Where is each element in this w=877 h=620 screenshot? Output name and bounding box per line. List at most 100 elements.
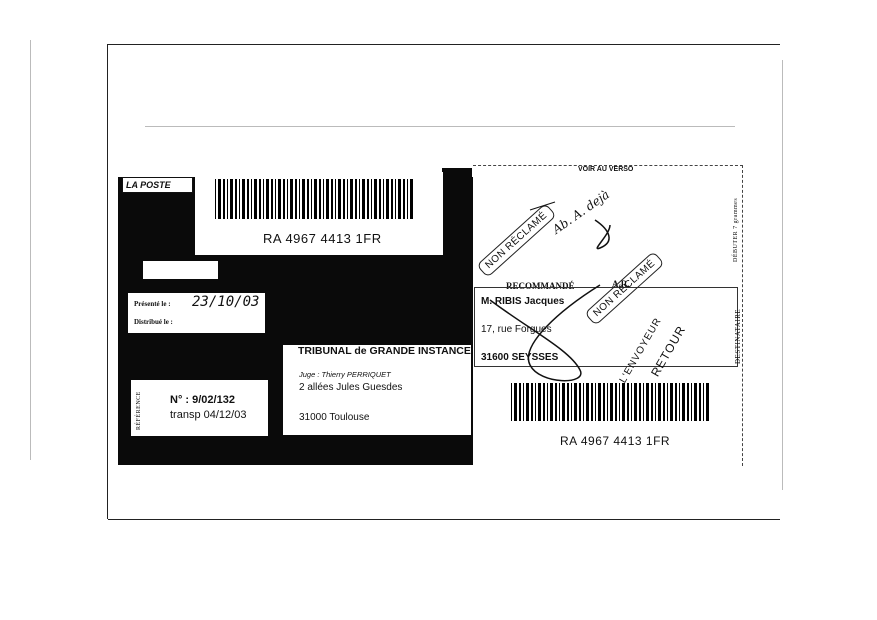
barcode-bar xyxy=(670,383,673,421)
barcode-bar xyxy=(379,179,381,219)
barcode-bottom xyxy=(511,383,709,421)
scribble-marks xyxy=(489,201,611,382)
barcode-bar xyxy=(403,179,405,219)
barcode-bar xyxy=(579,383,581,421)
barcode-bar xyxy=(242,179,245,219)
barcode-bar xyxy=(619,383,620,421)
barcode-bar xyxy=(314,179,317,219)
la-poste-logo: LA POSTE xyxy=(122,177,193,193)
barcode-bar xyxy=(410,179,413,219)
barcode-bar xyxy=(651,383,653,421)
barcode-bar xyxy=(598,383,601,421)
barcode-bar xyxy=(571,383,572,421)
barcode-bar xyxy=(694,383,697,421)
barcode-bar xyxy=(266,179,269,219)
center-black-strip xyxy=(442,168,472,268)
barcode-bar xyxy=(519,383,521,421)
barcode-bar xyxy=(407,179,408,219)
barcode-bar xyxy=(362,179,365,219)
barcode-bar xyxy=(235,179,237,219)
sender-street: 2 allées Jules Guesdes xyxy=(299,382,403,393)
sender-name: TRIBUNAL de GRANDE INSTANCE xyxy=(298,345,471,357)
barcode-bar xyxy=(639,383,641,421)
barcode-bar xyxy=(230,179,233,219)
barcode-bottom-number: RA 4967 4413 1FR xyxy=(560,434,671,448)
frame-bottom-line xyxy=(108,519,780,521)
barcode-bar xyxy=(271,179,273,219)
barcode-bar xyxy=(398,179,401,219)
top-header-text: VOIR AU VERSO xyxy=(578,166,634,173)
barcode-bar xyxy=(335,179,336,219)
barcode-bar xyxy=(215,179,216,219)
barcode-bar xyxy=(302,179,305,219)
barcode-bar xyxy=(323,179,324,219)
barcode-bar xyxy=(567,383,569,421)
barcode-bar xyxy=(559,383,560,421)
presente-value: 23/10/03 xyxy=(192,294,260,310)
barcode-top xyxy=(215,179,413,219)
barcode-bar xyxy=(263,179,264,219)
barcode-bar xyxy=(675,383,677,421)
frame-mid-line xyxy=(145,126,735,127)
barcode-bar xyxy=(531,383,533,421)
frame-left-line xyxy=(107,44,109,519)
barcode-bar xyxy=(371,179,372,219)
barcode-bar xyxy=(290,179,293,219)
recommande-label: RECOMMANDÉ xyxy=(506,281,575,291)
barcode-bar xyxy=(386,179,389,219)
barcode-bar xyxy=(679,383,680,421)
barcode-bar xyxy=(663,383,665,421)
barcode-bar xyxy=(343,179,345,219)
scan-edge-left xyxy=(30,40,31,460)
presente-label: Présenté le : xyxy=(134,300,171,308)
barcode-bar xyxy=(699,383,701,421)
barcode-top-number: RA 4967 4413 1FR xyxy=(263,231,382,246)
cote-label: DÉBUTER 7 grammes xyxy=(733,197,739,262)
sender-city: 31000 Toulouse xyxy=(299,412,370,423)
distribue-label: Distribué le : xyxy=(134,318,173,326)
barcode-bar xyxy=(615,383,617,421)
destinataire-label: DESTINATAIRE xyxy=(734,308,742,364)
barcode-bar xyxy=(586,383,589,421)
barcode-bar xyxy=(691,383,692,421)
recipient-box xyxy=(474,287,738,367)
barcode-bar xyxy=(395,179,396,219)
barcode-bar xyxy=(603,383,605,421)
barcode-bar xyxy=(367,179,369,219)
barcode-bar xyxy=(634,383,637,421)
blank-label-box xyxy=(143,261,218,279)
barcode-bar xyxy=(514,383,517,421)
barcode-bar xyxy=(646,383,649,421)
barcode-bar xyxy=(338,179,341,219)
barcode-bar xyxy=(307,179,309,219)
barcode-bar xyxy=(658,383,661,421)
barcode-bar xyxy=(239,179,240,219)
barcode-bar xyxy=(574,383,577,421)
barcode-bar xyxy=(547,383,548,421)
barcode-bar xyxy=(287,179,288,219)
barcode-bar xyxy=(383,179,384,219)
barcode-bar xyxy=(706,383,709,421)
barcode-bar xyxy=(687,383,689,421)
barcode-bar xyxy=(359,179,360,219)
barcode-bar xyxy=(526,383,529,421)
reference-number: N° : 9/02/132 xyxy=(170,394,235,406)
barcode-bar xyxy=(355,179,357,219)
barcode-bar xyxy=(627,383,629,421)
barcode-bar xyxy=(703,383,704,421)
sender-judge: Juge : Thierry PERRIQUET xyxy=(299,370,391,379)
barcode-bar xyxy=(610,383,613,421)
barcode-bar xyxy=(655,383,656,421)
reference-transp: transp 04/12/03 xyxy=(170,409,247,421)
recipient-city: 31600 SEYSSES xyxy=(481,352,559,363)
reference-box xyxy=(131,380,268,436)
barcode-bar xyxy=(391,179,393,219)
ar-label: A.R. xyxy=(612,279,630,289)
barcode-bar xyxy=(326,179,329,219)
sender-box xyxy=(283,345,471,435)
barcode-bar xyxy=(319,179,321,219)
barcode-bar xyxy=(347,179,348,219)
barcode-bar xyxy=(251,179,252,219)
barcode-bar xyxy=(667,383,668,421)
barcode-bar xyxy=(350,179,353,219)
